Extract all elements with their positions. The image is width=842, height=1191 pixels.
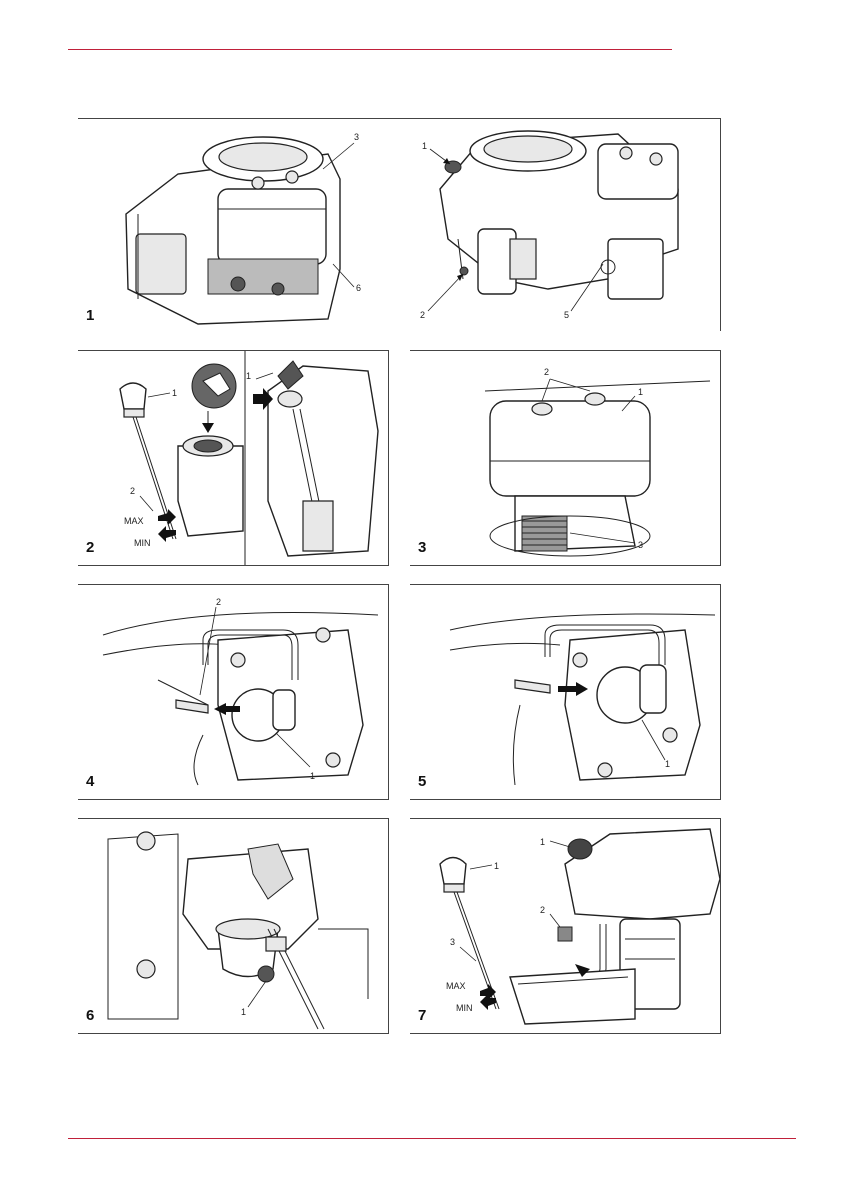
fig7-callout-3: 3 [450,937,455,947]
figure-3-illustration: 2 1 3 [410,351,720,565]
fig1-callout-1: 1 [422,141,427,151]
fig3-callout-1: 1 [638,387,643,397]
fig2-callout-2: 2 [130,486,135,496]
engine-left-drawing [126,137,340,324]
fig3-callout-3: 3 [638,540,643,550]
fig1-callout-5: 5 [564,310,569,320]
figure-4-panel: 2 1 4 [78,584,389,800]
fig1-callout-6: 6 [356,283,361,293]
figure-6-number: 6 [86,1007,94,1024]
figure-3-number: 3 [418,539,426,556]
fig1-callout-3: 3 [354,132,359,142]
fig7-callout-1-cap: 1 [540,837,545,847]
fig1-callout-2: 2 [420,310,425,320]
figure-7-illustration: 1 3 MAX MIN 1 2 [410,819,720,1033]
footer-rule [68,1138,796,1139]
figure-6-panel: 1 6 [78,818,389,1034]
figure-2-number: 2 [86,539,94,556]
figure-1-panel: 3 6 1 2 5 1 [78,118,721,331]
fig5-callout-1: 1 [665,759,670,769]
figure-3-panel: 2 1 3 3 [410,350,721,566]
fig2-callout-1: 1 [172,388,177,398]
fig4-callout-1: 1 [310,771,315,781]
figure-2-illustration: 1 2 MAX MIN 1 [78,351,388,565]
fig7-callout-1-dipstick: 1 [494,861,499,871]
fig2-callout-1b: 1 [246,371,251,381]
fig2-min-label: MIN [134,538,151,548]
fig3-callout-2: 2 [544,367,549,377]
fig7-callout-2: 2 [540,905,545,915]
figure-4-illustration: 2 1 [78,585,388,799]
figure-7-panel: 1 3 MAX MIN 1 2 7 [410,818,721,1034]
figure-7-number: 7 [418,1007,426,1024]
figure-5-illustration: 1 [410,585,720,799]
figure-5-panel: 1 5 [410,584,721,800]
fig7-min-label: MIN [456,1003,473,1013]
figure-5-number: 5 [418,773,426,790]
figure-1-illustration: 3 6 1 2 5 [78,119,720,331]
fig2-max-label: MAX [124,516,144,526]
fig4-callout-2: 2 [216,597,221,607]
fig6-callout-1: 1 [241,1007,246,1017]
engine-right-drawing [440,131,678,299]
figure-4-number: 4 [86,773,94,790]
figure-1-number: 1 [86,307,94,324]
figure-2-panel: 1 2 MAX MIN 1 2 [78,350,389,566]
fig7-max-label: MAX [446,981,466,991]
figure-6-illustration: 1 [78,819,388,1033]
header-rule [68,49,672,50]
